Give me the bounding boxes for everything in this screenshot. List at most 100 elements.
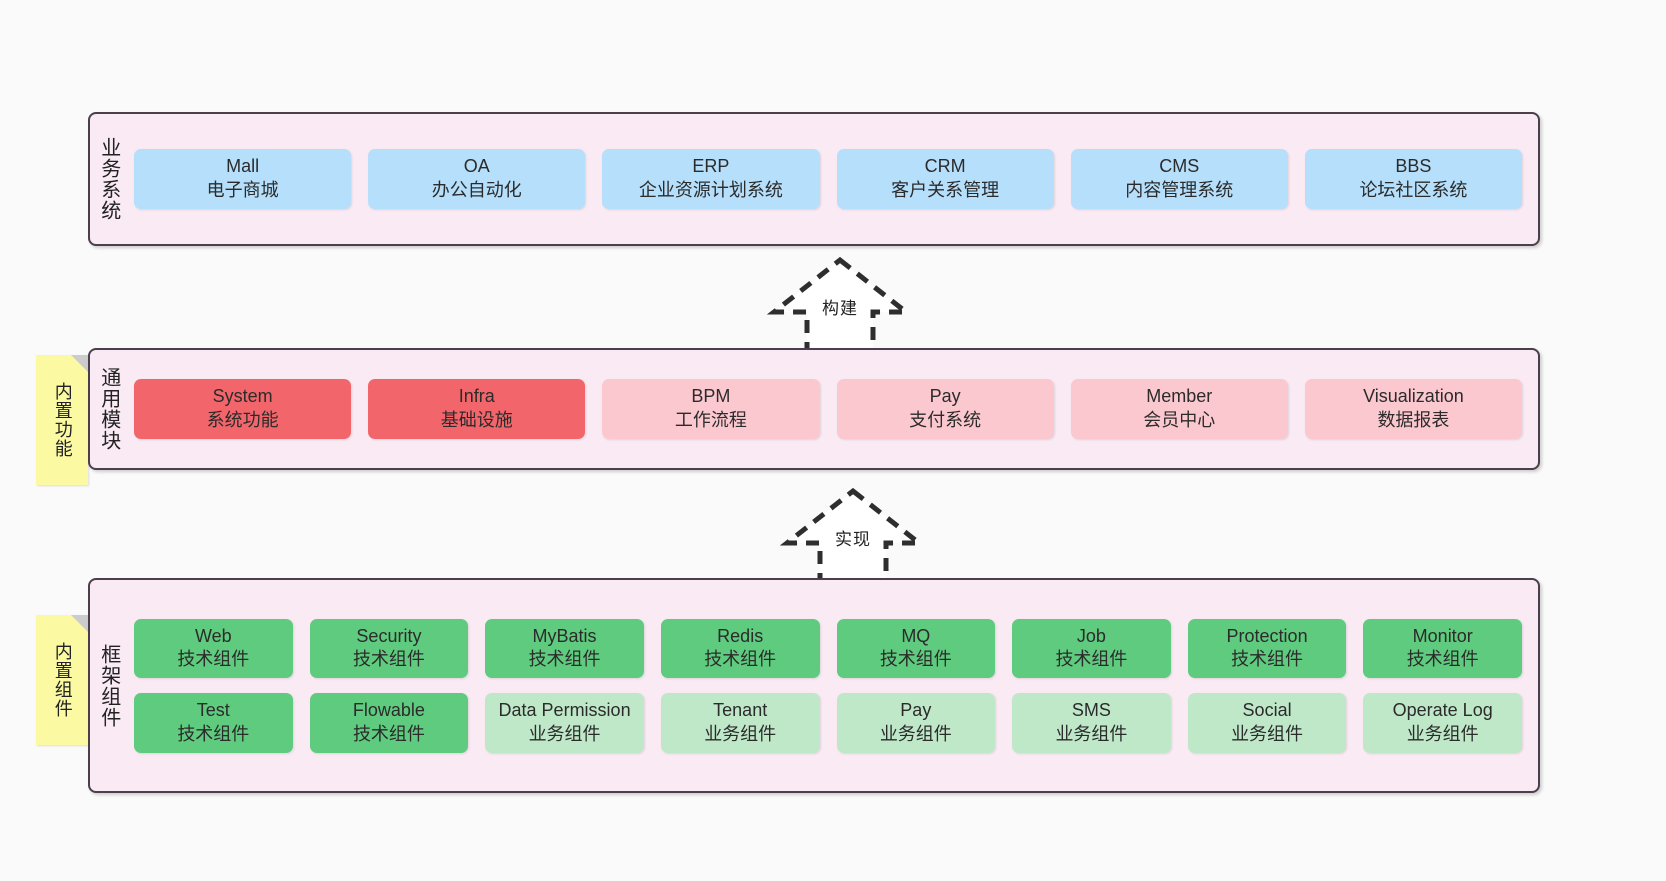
card-social[interactable]: Social 业务组件 — [1187, 693, 1347, 753]
card-subtitle: 办公自动化 — [431, 180, 522, 200]
card-title: Web — [194, 625, 232, 646]
card-subtitle: 业务组件 — [1231, 723, 1304, 744]
card-subtitle: 内容管理系统 — [1125, 180, 1234, 200]
card-subtitle: 工作流程 — [674, 410, 747, 430]
card-cms[interactable]: CMS 内容管理系统 — [1070, 149, 1288, 209]
card-subtitle: 业务组件 — [704, 723, 777, 744]
layer-business-systems: 业务系统 Mall 电子商城 OA 办公自动化 ERP 企业资源计划系统 CRM… — [88, 112, 1540, 246]
card-subtitle: 支付系统 — [909, 410, 982, 430]
card-title: Data Permission — [498, 700, 631, 720]
card-subtitle: 会员中心 — [1143, 410, 1216, 430]
card-erp[interactable]: ERP 企业资源计划系统 — [602, 149, 820, 209]
layer-body-common-modules: System 系统功能 Infra 基础设施 BPM 工作流程 Pay 支付系统… — [126, 350, 1538, 468]
layer-label-framework-components: 框架组件 — [97, 643, 120, 728]
card-mybatis[interactable]: MyBatis 技术组件 — [485, 618, 644, 678]
card-job[interactable]: Job 技术组件 — [1012, 618, 1171, 678]
card-title: OA — [463, 156, 490, 177]
card-bpm[interactable]: BPM 工作流程 — [602, 379, 820, 439]
arrow-implement: 实现 — [768, 487, 938, 587]
card-row: Mall 电子商城 OA 办公自动化 ERP 企业资源计划系统 CRM 客户关系… — [134, 149, 1523, 209]
card-test[interactable]: Test 技术组件 — [134, 693, 293, 753]
folded-corner-icon — [71, 615, 88, 632]
card-title: Monitor — [1412, 625, 1473, 646]
card-title: CMS — [1159, 156, 1200, 177]
card-data-permission[interactable]: Data Permission 业务组件 — [485, 693, 644, 753]
card-member[interactable]: Member 会员中心 — [1070, 379, 1288, 439]
layer-body-business-systems: Mall 电子商城 OA 办公自动化 ERP 企业资源计划系统 CRM 客户关系… — [126, 114, 1538, 244]
card-subtitle: 技术组件 — [177, 649, 250, 670]
card-subtitle: 基础设施 — [440, 410, 513, 430]
card-row: Web 技术组件 Security 技术组件 MyBatis 技术组件 Redi… — [134, 618, 1522, 678]
card-title: Mall — [226, 156, 260, 177]
layer-label-business-systems: 业务系统 — [97, 137, 120, 221]
card-protection[interactable]: Protection 技术组件 — [1187, 618, 1347, 678]
card-subtitle: 技术组件 — [1406, 649, 1479, 670]
card-bbs[interactable]: BBS 论坛社区系统 — [1304, 149, 1523, 209]
card-crm[interactable]: CRM 客户关系管理 — [836, 149, 1054, 209]
card-title: MyBatis — [532, 625, 597, 646]
card-subtitle: 技术组件 — [528, 649, 601, 670]
layer-common-modules: 通用模块 System 系统功能 Infra 基础设施 BPM 工作流程 Pay… — [88, 348, 1540, 470]
card-pay[interactable]: Pay 支付系统 — [836, 379, 1054, 439]
card-title: Member — [1146, 386, 1213, 407]
card-mq[interactable]: MQ 技术组件 — [836, 618, 996, 678]
card-operate-log[interactable]: Operate Log 业务组件 — [1363, 693, 1522, 753]
card-pay-business[interactable]: Pay 业务组件 — [836, 693, 996, 753]
card-sms[interactable]: SMS 业务组件 — [1012, 693, 1171, 753]
card-subtitle: 业务组件 — [1406, 723, 1479, 744]
card-subtitle: 业务组件 — [1055, 723, 1128, 744]
sticky-note-label: 内置组件 — [52, 642, 73, 718]
card-subtitle: 论坛社区系统 — [1359, 180, 1468, 200]
card-monitor[interactable]: Monitor 技术组件 — [1363, 618, 1522, 678]
layer-framework-components: 框架组件 Web 技术组件 Security 技术组件 MyBatis 技术组件… — [88, 578, 1540, 793]
card-title: System — [212, 386, 273, 407]
card-system[interactable]: System 系统功能 — [134, 379, 352, 439]
card-title: CRM — [924, 156, 966, 177]
card-security[interactable]: Security 技术组件 — [309, 618, 469, 678]
card-title: Infra — [458, 386, 495, 407]
sticky-note-label: 内置功能 — [52, 382, 73, 458]
card-tenant[interactable]: Tenant 业务组件 — [660, 693, 820, 753]
card-subtitle: 企业资源计划系统 — [638, 180, 783, 200]
card-web[interactable]: Web 技术组件 — [134, 618, 293, 678]
arrow-build: 构建 — [755, 256, 925, 356]
card-subtitle: 技术组件 — [352, 723, 425, 744]
card-flowable[interactable]: Flowable 技术组件 — [309, 693, 469, 753]
card-subtitle: 电子商城 — [206, 180, 279, 200]
card-title: Redis — [717, 625, 764, 646]
up-arrow-icon — [779, 487, 927, 586]
card-row: Test 技术组件 Flowable 技术组件 Data Permission … — [134, 693, 1522, 753]
sticky-note-builtin-functions: 内置功能 — [36, 355, 88, 485]
card-title: Social — [1242, 700, 1292, 720]
card-title: Test — [196, 700, 230, 720]
card-title: Tenant — [713, 700, 768, 720]
card-title: Operate Log — [1392, 700, 1493, 720]
card-title: MQ — [901, 625, 931, 646]
card-subtitle: 业务组件 — [879, 723, 952, 744]
card-title: BPM — [691, 386, 731, 407]
card-title: Visualization — [1363, 386, 1464, 407]
card-oa[interactable]: OA 办公自动化 — [368, 149, 586, 209]
card-subtitle: 系统功能 — [206, 410, 279, 430]
card-subtitle: 技术组件 — [352, 649, 425, 670]
card-infra[interactable]: Infra 基础设施 — [368, 379, 586, 439]
card-row: System 系统功能 Infra 基础设施 BPM 工作流程 Pay 支付系统… — [134, 379, 1523, 439]
card-subtitle: 技术组件 — [1055, 649, 1128, 670]
card-title: BBS — [1395, 156, 1432, 177]
card-title: Protection — [1226, 625, 1308, 646]
card-redis[interactable]: Redis 技术组件 — [660, 618, 820, 678]
card-mall[interactable]: Mall 电子商城 — [134, 149, 352, 209]
layer-label-common-modules: 通用模块 — [97, 367, 120, 451]
card-title: Pay — [929, 386, 961, 407]
card-subtitle: 客户关系管理 — [891, 180, 1000, 200]
up-arrow-icon — [766, 256, 914, 355]
layer-body-framework-components: Web 技术组件 Security 技术组件 MyBatis 技术组件 Redi… — [126, 580, 1538, 791]
card-title: Job — [1076, 625, 1106, 646]
card-title: SMS — [1071, 700, 1111, 720]
card-visualization[interactable]: Visualization 数据报表 — [1304, 379, 1523, 439]
folded-corner-icon — [71, 355, 88, 372]
card-subtitle: 技术组件 — [177, 723, 250, 744]
card-subtitle: 数据报表 — [1377, 410, 1450, 430]
card-subtitle: 技术组件 — [879, 649, 952, 670]
